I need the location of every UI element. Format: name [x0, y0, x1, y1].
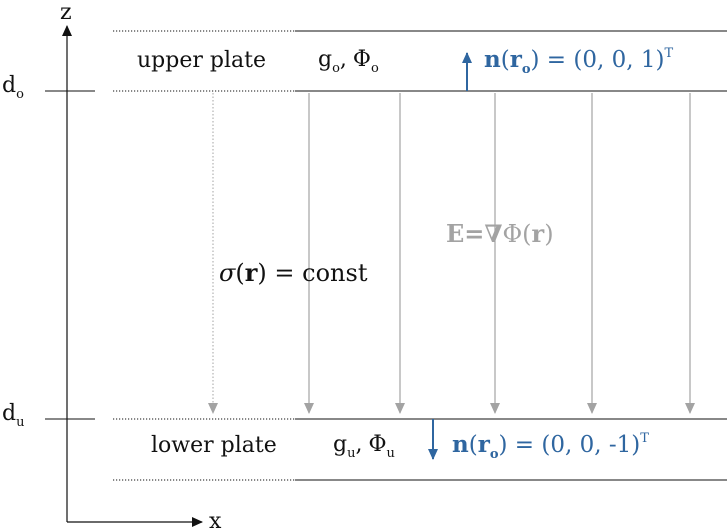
lower-normal-equation: n(ro) = (0, 0, -1)T [452, 431, 649, 462]
lower-plate-label: lower plate [151, 433, 277, 458]
axes: z x do du [2, 0, 222, 532]
upper-plate-label: upper plate [137, 48, 266, 73]
x-axis-label: x [209, 509, 222, 532]
d-upper-label: do [2, 73, 24, 102]
d-lower-label: du [2, 401, 24, 430]
field-lines [208, 93, 695, 414]
upper-plate: upper plate go,Φo n(ro) = (0, 0, 1)T [113, 30, 727, 92]
lower-plate-params: gu,Φu [333, 432, 395, 461]
upper-plate-params: go,Φo [318, 47, 379, 76]
field-equation: E=∇Φ(r) [446, 219, 554, 248]
z-axis-label: z [60, 0, 72, 25]
sigma-equation: σ(r) = const [219, 258, 368, 287]
lower-plate: lower plate gu,Φu n(ro) = (0, 0, -1)T [113, 418, 727, 481]
upper-normal-equation: n(ro) = (0, 0, 1)T [484, 46, 673, 77]
